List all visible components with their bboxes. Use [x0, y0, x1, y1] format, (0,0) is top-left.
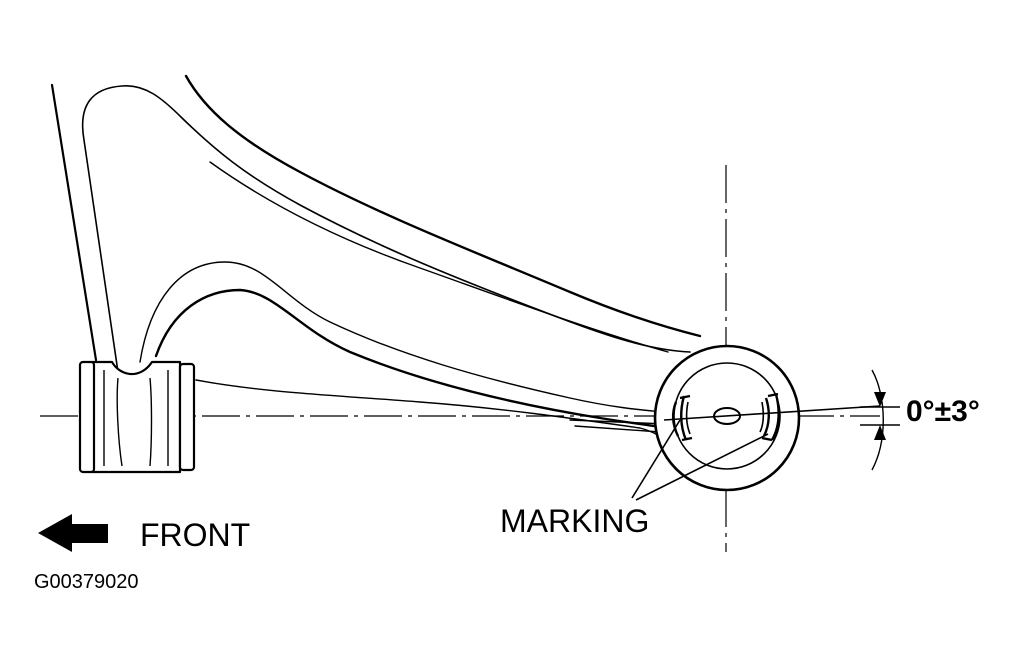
bushing-body — [90, 360, 182, 474]
arrow-left-icon — [38, 514, 108, 552]
angle-arrow-up — [874, 425, 886, 440]
leader-to-left-slot — [631, 419, 681, 499]
arm-tail — [569, 419, 667, 433]
front-bushing — [78, 360, 196, 474]
arm-lower-arch — [154, 288, 668, 430]
lower-arm-body — [50, 74, 702, 446]
right-marking-slot — [761, 392, 780, 442]
bushing-neck — [116, 377, 153, 467]
marking-reference-line — [663, 405, 881, 421]
leader-to-right-slot — [635, 433, 769, 501]
arm-inner-shoulder — [81, 85, 691, 373]
rear-bushing — [653, 344, 881, 492]
left-marking-slot — [672, 394, 693, 442]
angle-tolerance-label: 0°±3° — [906, 395, 980, 428]
angle-arc — [871, 369, 884, 471]
right-marking-slot-inner — [759, 401, 765, 433]
arm-left-edge — [50, 83, 98, 362]
arm-upper-edge — [184, 74, 702, 338]
marking-label: MARKING — [500, 503, 650, 539]
front-label: FRONT — [140, 517, 251, 553]
arm-inner-arch — [139, 261, 665, 413]
angle-arrow-down — [874, 392, 886, 407]
marking-leaders — [631, 419, 769, 501]
bushing-left-flange — [78, 360, 96, 474]
figure-code: G00379020 — [34, 571, 139, 593]
bushing-right-flange — [178, 362, 196, 472]
angle-indicator — [860, 369, 900, 471]
arm-middle-rib — [209, 161, 669, 353]
arm-lower-edge — [195, 379, 671, 446]
